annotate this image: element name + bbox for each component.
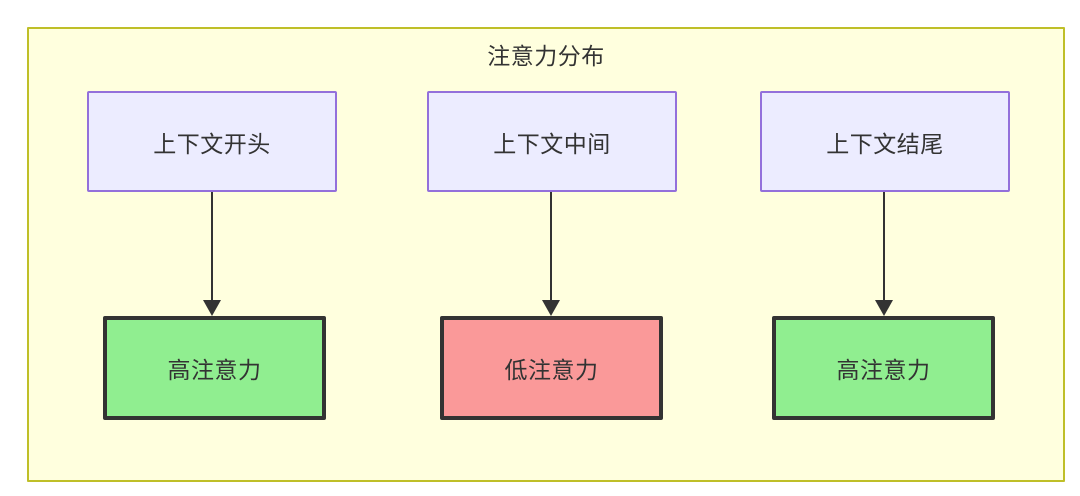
node-label: 上下文结尾	[826, 130, 944, 157]
edge-line-context-middle	[550, 192, 552, 306]
node-context-end[interactable]: 上下文结尾	[760, 91, 1010, 192]
down-arrow-icon	[875, 300, 893, 316]
node-label: 高注意力	[836, 357, 931, 383]
node-context-middle[interactable]: 上下文中间	[427, 91, 677, 192]
node-label: 上下文中间	[493, 130, 611, 157]
node-low-attention-middle[interactable]: 低注意力	[440, 316, 663, 420]
edge-line-context-beginning	[211, 192, 213, 306]
node-label: 低注意力	[504, 357, 599, 383]
node-high-attention-end[interactable]: 高注意力	[772, 316, 995, 420]
down-arrow-icon	[203, 300, 221, 316]
subgraph-title: 注意力分布	[487, 43, 605, 69]
down-arrow-icon	[542, 300, 560, 316]
edge-line-context-end	[883, 192, 885, 306]
node-label: 上下文开头	[153, 130, 271, 157]
node-label: 高注意力	[167, 357, 262, 383]
node-high-attention-beginning[interactable]: 高注意力	[103, 316, 326, 420]
node-context-beginning[interactable]: 上下文开头	[87, 91, 337, 192]
